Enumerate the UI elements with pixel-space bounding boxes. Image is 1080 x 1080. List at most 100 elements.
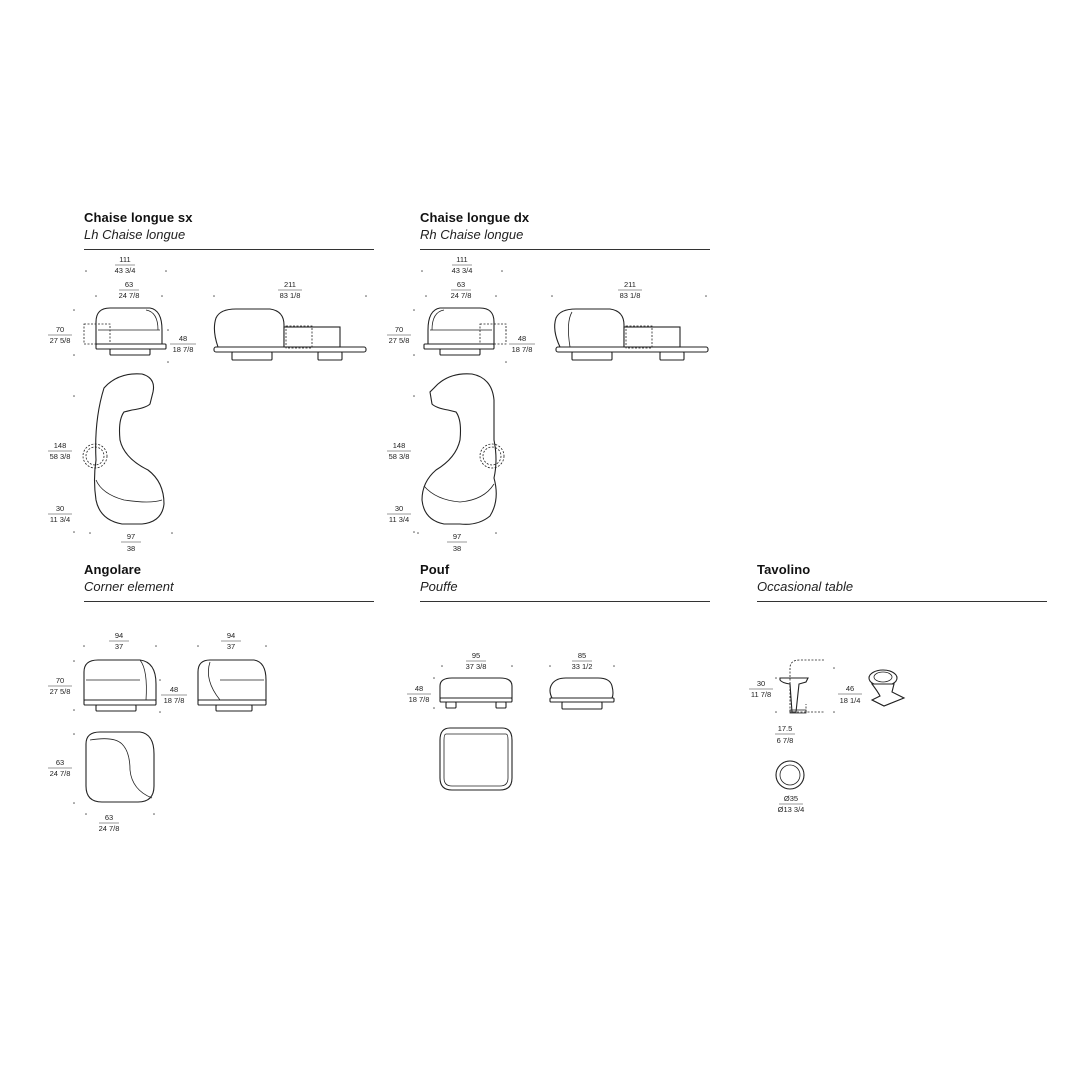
section-title: Chaise longue dx bbox=[420, 210, 530, 225]
tavolino-drawings: 30 11 7/8 46 18 1/4 17.5 6 7/8 Ø35 bbox=[749, 659, 906, 814]
dimension-cm-label: 148 bbox=[393, 441, 406, 450]
dimension-cm-label: 97 bbox=[453, 532, 461, 541]
section-subtitle: Corner element bbox=[84, 579, 174, 594]
dimension-inches-label: 38 bbox=[127, 544, 135, 553]
dim-bottom-width: 63 24 7/8 bbox=[85, 813, 155, 833]
dimension-cm-label: 111 bbox=[119, 255, 130, 264]
dimension-cm-label: 70 bbox=[56, 325, 64, 334]
dimension-cm-label: 48 bbox=[518, 334, 526, 343]
dimension-cm-label: 94 bbox=[227, 631, 235, 640]
dimension-inches-label: 11 3/4 bbox=[50, 515, 70, 524]
dimension-cm-label: 46 bbox=[846, 684, 854, 693]
tavolino-front-view bbox=[779, 659, 824, 714]
dim-height: 70 27 5/8 bbox=[48, 309, 75, 356]
dimension-cm-label: Ø35 bbox=[784, 794, 798, 803]
dimension-cm-label: 70 bbox=[395, 325, 403, 334]
dim-bottom-width: 97 38 bbox=[89, 532, 173, 553]
dim-length: 211 83 1/8 bbox=[551, 280, 707, 300]
dim-height: 30 11 7/8 bbox=[749, 677, 777, 713]
dimension-cm-label: 17.5 bbox=[778, 724, 793, 733]
dimension-inches-label: 18 7/8 bbox=[164, 696, 185, 705]
dimension-cm-label: 48 bbox=[179, 334, 187, 343]
dim-bottom-width: 97 38 bbox=[417, 532, 497, 553]
dim-width-2: 85 33 1/2 bbox=[549, 651, 615, 671]
section-subtitle: Pouffe bbox=[420, 579, 458, 594]
dimension-inches-label: 83 1/8 bbox=[280, 291, 301, 300]
dimension-cm-label: 97 bbox=[127, 532, 135, 541]
dimension-inches-label: 18 1/4 bbox=[840, 696, 861, 705]
dim-seat-height: 48 18 7/8 bbox=[505, 329, 535, 363]
dimension-cm-label: 211 bbox=[624, 280, 636, 289]
dimension-inches-label: 18 7/8 bbox=[409, 695, 430, 704]
chaise-sx-side-view bbox=[213, 308, 367, 361]
chaise-sx-drawings: 111 43 3/4 63 24 7/8 70 27 5/8 48 bbox=[48, 255, 367, 553]
dim-seat-height: 48 18 7/8 bbox=[159, 679, 187, 713]
dim-total-width: 111 43 3/4 bbox=[421, 255, 503, 275]
angolare-side-view bbox=[197, 659, 267, 712]
dimension-cm-label: 30 bbox=[395, 504, 403, 513]
dimension-cm-label: 148 bbox=[54, 441, 67, 450]
dimension-cm-label: 111 bbox=[456, 255, 467, 264]
dim-height: 70 27 5/8 bbox=[387, 309, 415, 356]
section-chaise-dx: Chaise longue dx Rh Chaise longue bbox=[420, 209, 710, 250]
section-title: Angolare bbox=[84, 562, 142, 577]
dimension-cm-label: 30 bbox=[56, 504, 64, 513]
dimension-inches-label: Ø13 3/4 bbox=[778, 805, 805, 814]
section-tavolino: Tavolino Occasional table bbox=[757, 561, 1047, 602]
dim-depth: 63 24 7/8 bbox=[48, 733, 75, 804]
dim-height-2: 46 18 1/4 bbox=[833, 667, 862, 713]
dimension-cm-label: 211 bbox=[284, 280, 296, 289]
dimension-inches-label: 24 7/8 bbox=[50, 769, 71, 778]
section-divider bbox=[420, 601, 710, 602]
section-divider bbox=[84, 249, 374, 250]
section-subtitle: Occasional table bbox=[757, 579, 854, 594]
dimension-cm-label: 94 bbox=[115, 631, 123, 640]
dimension-cm-label: 63 bbox=[457, 280, 465, 289]
dimension-inches-label: 58 3/8 bbox=[50, 452, 71, 461]
dimension-inches-label: 43 3/4 bbox=[115, 266, 136, 275]
dimension-inches-label: 27 5/8 bbox=[50, 687, 71, 696]
dim-seat-height: 48 18 7/8 bbox=[167, 329, 196, 363]
chaise-dx-side-view bbox=[554, 308, 709, 361]
dimension-cm-label: 63 bbox=[56, 758, 64, 767]
angolare-top-view bbox=[85, 731, 155, 803]
section-angolare: Angolare Corner element bbox=[84, 561, 374, 602]
dimension-inches-label: 11 3/4 bbox=[389, 515, 409, 524]
dimension-inches-label: 24 7/8 bbox=[119, 291, 140, 300]
dim-small: 30 11 3/4 bbox=[48, 504, 72, 524]
dim-depth: 148 58 3/8 bbox=[387, 395, 415, 533]
dimension-inches-label: 58 3/8 bbox=[389, 452, 410, 461]
angolare-front-view bbox=[83, 659, 157, 712]
angolare-drawings: 94 37 94 37 70 27 5/8 bbox=[48, 631, 267, 833]
dimension-cm-label: 85 bbox=[578, 651, 586, 660]
dimension-inches-label: 37 bbox=[115, 642, 123, 651]
dimension-inches-label: 18 7/8 bbox=[173, 345, 194, 354]
dimension-inches-label: 27 5/8 bbox=[50, 336, 71, 345]
dim-width-2: 94 37 bbox=[197, 631, 267, 651]
dim-small: 17.5 6 7/8 bbox=[775, 724, 795, 745]
dimension-inches-label: 24 7/8 bbox=[451, 291, 472, 300]
tavolino-top-view bbox=[775, 760, 805, 790]
dimension-inches-label: 24 7/8 bbox=[99, 824, 120, 833]
pouf-drawings: 95 37 3/8 85 33 1/2 48 18 7/8 bbox=[407, 651, 615, 791]
section-title: Chaise longue sx bbox=[84, 210, 193, 225]
dimension-cm-label: 48 bbox=[170, 685, 178, 694]
section-chaise-sx: Chaise longue sx Lh Chaise longue bbox=[84, 209, 374, 250]
dimension-cm-label: 48 bbox=[415, 684, 423, 693]
dimension-inches-label: 18 7/8 bbox=[512, 345, 533, 354]
dimension-inches-label: 83 1/8 bbox=[620, 291, 641, 300]
dimension-cm-label: 63 bbox=[125, 280, 133, 289]
section-pouf: Pouf Pouffe bbox=[420, 561, 710, 602]
dimension-cm-label: 95 bbox=[472, 651, 480, 660]
section-title: Pouf bbox=[420, 562, 450, 577]
chaise-sx-top-view bbox=[82, 373, 165, 525]
dimension-inches-label: 43 3/4 bbox=[452, 266, 473, 275]
dim-width-1: 95 37 3/8 bbox=[441, 651, 513, 671]
section-subtitle: Rh Chaise longue bbox=[420, 227, 524, 242]
dim-height: 48 18 7/8 bbox=[407, 677, 435, 709]
pouf-front-view bbox=[439, 677, 513, 709]
dim-height: 70 27 5/8 bbox=[48, 660, 75, 711]
dimension-inches-label: 27 5/8 bbox=[389, 336, 410, 345]
section-divider bbox=[757, 601, 1047, 602]
